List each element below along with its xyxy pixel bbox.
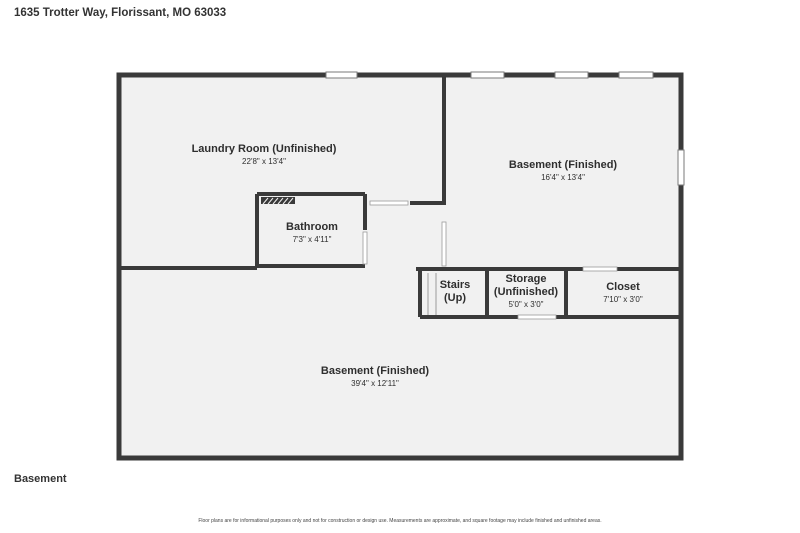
door-corridor — [441, 221, 447, 267]
door-bathroom-corridor — [369, 200, 409, 206]
room-name: Stairs — [439, 279, 471, 291]
room-name: Closet — [606, 281, 640, 293]
room-name: Basement (Finished) — [320, 365, 430, 377]
windows — [325, 71, 685, 186]
property-address: 1635 Trotter Way, Florissant, MO 63033 — [14, 7, 227, 19]
room-dimensions: 7'3" x 4'11" — [292, 235, 332, 244]
room-storage: Storage (Unfinished) 5'0" x 3'0" — [494, 273, 558, 310]
disclaimer-text: Floor plans are for informational purpos… — [198, 518, 602, 524]
room-name: Laundry Room (Unfinished) — [191, 143, 337, 155]
window-basement-1 — [470, 71, 505, 79]
window-basement-3 — [618, 71, 654, 79]
room-laundry: Laundry Room (Unfinished) 22'8" x 13'4" — [192, 143, 337, 167]
room-dimensions: 16'4" x 13'4" — [541, 173, 585, 182]
room-dimensions: 39'4" x 12'11" — [351, 379, 399, 388]
room-dimensions: 22'8" x 13'4" — [242, 157, 286, 166]
room-name: Bathroom — [286, 221, 338, 233]
room-name: Storage — [505, 273, 547, 285]
stair-treads — [427, 273, 437, 315]
window-basement-2 — [554, 71, 589, 79]
floor-level-label: Basement — [14, 473, 67, 485]
room-name-line2: (Unfinished) — [493, 286, 559, 298]
window-basement-side — [677, 149, 685, 186]
vanity-fixture — [261, 197, 295, 204]
door-storage — [517, 314, 557, 320]
room-basement-finished-lower: Basement (Finished) 39'4" x 12'11" — [321, 365, 429, 389]
room-basement-finished-upper: Basement (Finished) 16'4" x 13'4" — [509, 159, 617, 183]
interior-walls — [119, 75, 681, 319]
door-bathroom — [362, 231, 368, 265]
room-name-line2: (Up) — [443, 292, 466, 304]
room-stairs: Stairs (Up) — [440, 279, 471, 305]
window-laundry — [325, 71, 358, 79]
door-closet — [582, 266, 618, 272]
room-bathroom: Bathroom 7'3" x 4'11" — [286, 221, 338, 245]
room-closet: Closet 7'10" x 3'0" — [603, 281, 642, 305]
room-dimensions: 7'10" x 3'0" — [603, 295, 643, 304]
room-name: Basement (Finished) — [508, 159, 618, 171]
room-dimensions: 5'0" x 3'0" — [508, 300, 544, 309]
door-openings — [362, 200, 618, 320]
